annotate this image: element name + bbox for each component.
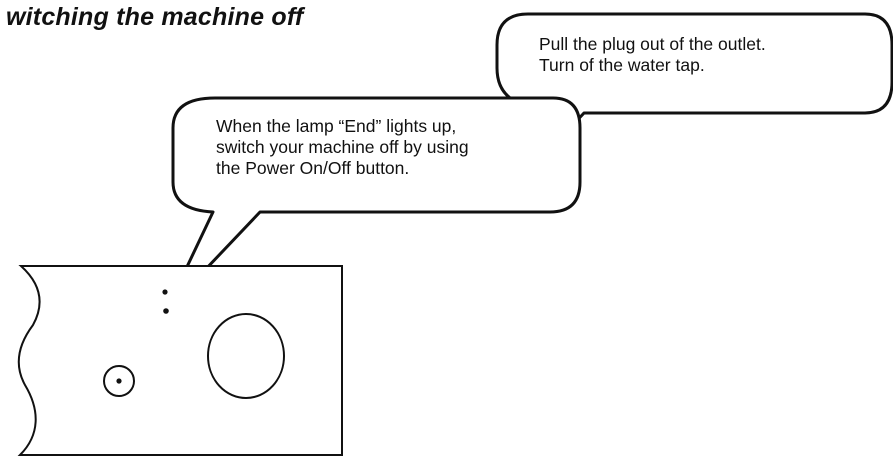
callout-left-line-2: switch your machine off by using <box>216 137 469 157</box>
knob-center <box>116 378 122 384</box>
callout-text-right: Pull the plug out of the outlet. Turn of… <box>539 34 766 76</box>
end-lamp-indicator <box>162 289 168 295</box>
callout-left-line-3: the Power On/Off button. <box>216 158 410 178</box>
page-title: witching the machine off <box>6 3 304 31</box>
callout-left-line-1: When the lamp “End” lights up, <box>216 116 457 136</box>
power-button <box>207 313 285 399</box>
callout-text-left: When the lamp “End” lights up, switch yo… <box>216 116 469 179</box>
machine-panel <box>17 265 343 456</box>
callout-right-line-2: Turn of the water tap. <box>539 55 705 75</box>
power-lamp-indicator <box>163 308 169 314</box>
speech-bubble-left <box>164 96 582 313</box>
callout-right-line-1: Pull the plug out of the outlet. <box>539 34 766 54</box>
knob-ring <box>103 365 135 397</box>
